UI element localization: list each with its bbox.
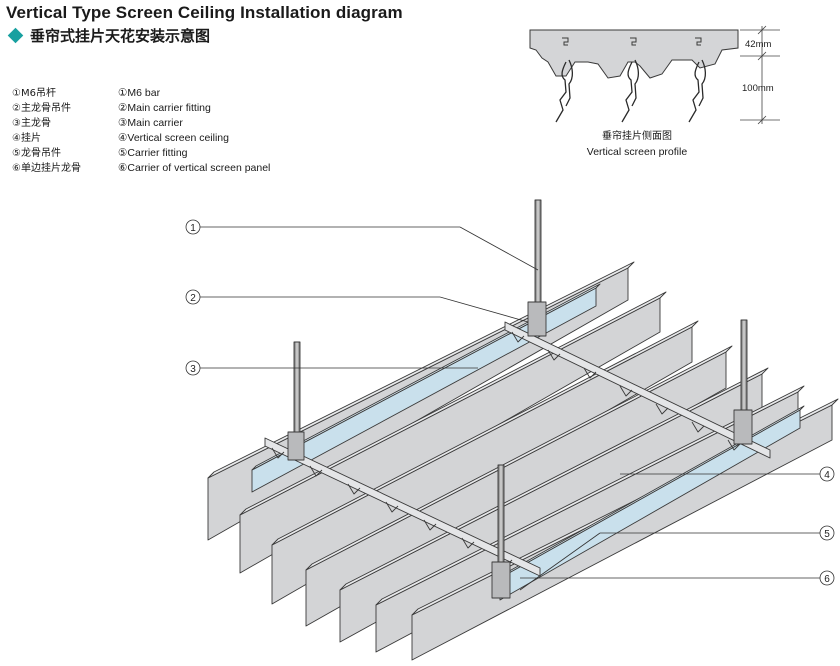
legend-cn-item: ①M6吊杆: [12, 88, 56, 99]
legend-en-item: ④Vertical screen ceiling: [118, 132, 229, 144]
legend-en-item: ③Main carrier: [118, 117, 183, 129]
legend-en: ①M6 bar ②Main carrier fitting ③Main carr…: [118, 86, 270, 176]
legend-cn-item: ⑤龙骨吊件: [12, 148, 61, 159]
diagram-title-cn: 垂帘式挂片天花安装示意图: [30, 26, 211, 45]
callout-marker: [819, 525, 835, 541]
panel-carriers: [264, 321, 771, 577]
legend-en-item: ⑤Carrier fitting: [118, 147, 188, 159]
legend-cn-item: ⑥单边挂片龙骨: [12, 163, 81, 174]
legend-en-item: ②Main carrier fitting: [118, 102, 211, 114]
legend-cn-item: ④挂片: [12, 133, 41, 144]
vertical-screen-profile: 42mm 100mm: [529, 25, 780, 125]
dimension-42mm: 42mm: [745, 39, 771, 50]
legend-cn-item: ②主龙骨吊件: [12, 103, 71, 114]
callout-marker: [819, 570, 835, 586]
dimension-100mm: 100mm: [742, 83, 774, 94]
legend-en-item: ⑥Carrier of vertical screen panel: [118, 162, 271, 174]
callout-3: 3: [190, 364, 196, 375]
legend-en-item: ①M6 bar: [118, 87, 161, 99]
callout-4: 4: [824, 470, 830, 481]
callout-2: 2: [190, 293, 196, 304]
callout-marker: [185, 219, 201, 235]
callouts: [185, 219, 835, 591]
ceiling-assembly: [207, 199, 839, 661]
callout-marker: [185, 360, 201, 376]
callout-5: 5: [824, 529, 830, 540]
profile-caption-en: Vertical screen profile: [586, 146, 688, 158]
legend-cn: ①M6吊杆 ②主龙骨吊件 ③主龙骨 ④挂片 ⑤龙骨吊件 ⑥单边挂片龙骨: [12, 86, 81, 176]
callout-marker: [819, 466, 835, 482]
carrier-fittings: [287, 301, 753, 599]
profile-caption-cn: 垂帘挂片侧面图: [602, 131, 672, 142]
diagram-title-en: Vertical Type Screen Ceiling Installatio…: [6, 3, 403, 22]
callout-6: 6: [824, 574, 830, 585]
title-cn-row: 垂帘式挂片天花安装示意图: [7, 25, 211, 45]
legend-cn-item: ③主龙骨: [12, 118, 51, 129]
callout-1: 1: [190, 223, 196, 234]
callout-marker: [185, 289, 201, 305]
